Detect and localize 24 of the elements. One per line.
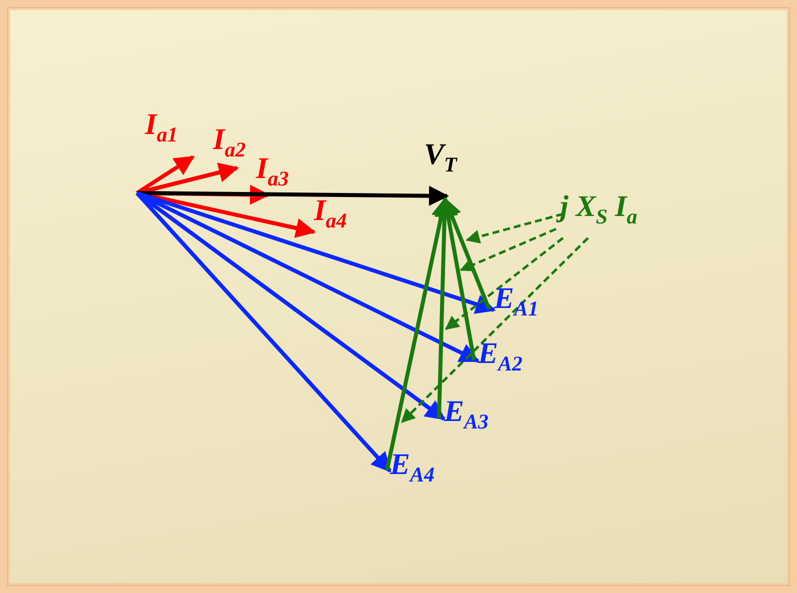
leader-line	[460, 228, 556, 272]
phasor-arrow	[136, 191, 446, 421]
phasor-label: E$_{A1}$	[494, 284, 539, 320]
phasor-arrow	[385, 197, 451, 470]
phasor-arrow	[136, 192, 392, 472]
phasor-arrow	[136, 191, 496, 314]
phasor-label: I$_{a1}$	[145, 110, 178, 146]
phasor-label: V$_{T}$	[424, 140, 457, 176]
phasor-label: E$_{A2}$	[478, 339, 523, 374]
phasor-label: I$_{a4}$	[314, 196, 347, 232]
phasor-arrow	[434, 197, 454, 418]
phasor-arrow	[136, 186, 449, 206]
phasor-label: E$_{A4}$	[390, 450, 435, 486]
phasor-arrow	[136, 191, 480, 363]
phasor-arrow	[136, 162, 239, 195]
leader-line	[466, 212, 564, 244]
phasor-arrow	[442, 197, 491, 310]
leader-line	[444, 237, 564, 330]
phasor-label: E$_{A3}$	[444, 397, 489, 432]
leader-line	[401, 237, 589, 423]
phasor-arrow	[136, 155, 195, 195]
phasor-arrow	[438, 197, 476, 360]
phasor-label: I$_{a3}$	[256, 154, 289, 190]
phasor-label: I$_{a2}$	[213, 125, 246, 160]
